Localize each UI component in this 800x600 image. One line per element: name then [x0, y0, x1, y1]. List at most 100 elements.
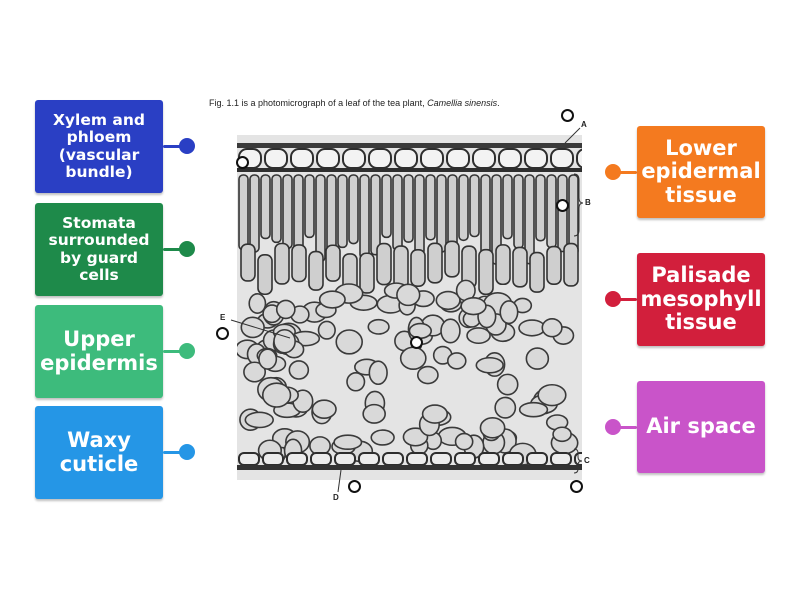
palisade-cell [325, 244, 341, 282]
palisade-cell [260, 174, 271, 240]
figure-letter-a: A [581, 120, 587, 129]
epidermis-cell [576, 148, 582, 169]
connector-dot [605, 419, 621, 435]
connector-line [615, 298, 637, 301]
spongy-cell [244, 411, 274, 429]
palisade-cell [348, 174, 359, 245]
palisade-cell [337, 174, 348, 249]
figure-letter-d: D [333, 493, 339, 502]
palisade-cell [271, 174, 282, 244]
connector-line [163, 248, 185, 251]
label-card-palisade-mesophyll[interactable]: Palisade mesophyll tissue [637, 253, 765, 346]
spongy-cell [479, 417, 506, 439]
palisade-cell [381, 174, 392, 239]
connector-line [615, 171, 637, 174]
palisade-cell [535, 174, 546, 242]
label-text: Xylem and phloem (vascular bundle) [52, 110, 146, 181]
label-text: Stomata surrounded by guard cells [48, 213, 150, 284]
palisade-cell [512, 246, 528, 288]
connector-dot [605, 291, 621, 307]
palisade-cell [425, 174, 436, 241]
label-text: Lower epidermal tissue [641, 135, 761, 207]
palisade-cell [529, 251, 545, 293]
waxy-cuticle-layer [237, 143, 582, 148]
bracket-b [573, 173, 584, 237]
palisade-cell [563, 242, 579, 287]
caption-suffix: . [497, 98, 500, 108]
label-card-vascular-bundle[interactable]: Xylem and phloem (vascular bundle) [35, 100, 163, 193]
spongy-cell [362, 403, 386, 424]
label-card-air-space[interactable]: Air space [637, 381, 765, 473]
spongy-cell [317, 320, 336, 340]
leaf-photomicrograph [237, 135, 582, 480]
lower-epidermis-cells [238, 452, 582, 466]
lower-cuticle-layer [237, 465, 582, 470]
palisade-cells [238, 174, 579, 296]
drop-target-a[interactable] [561, 109, 574, 122]
spongy-cell [525, 347, 550, 370]
spongy-cell [537, 383, 567, 407]
pointer-line-d [337, 469, 342, 493]
spongy-cell [273, 328, 296, 354]
spongy-cell [402, 427, 429, 447]
palisade-cell [240, 243, 256, 282]
spongy-cell [368, 360, 388, 386]
caption-prefix: Fig. 1.1 is a photomicrograph of a leaf … [209, 98, 428, 108]
drop-target-d[interactable] [348, 480, 361, 493]
spongy-cell [496, 373, 519, 396]
label-card-upper-epidermis[interactable]: Upper epidermis [35, 305, 163, 398]
spongy-cell [552, 426, 572, 443]
spongy-cell [333, 434, 363, 451]
connector-dot [179, 138, 195, 154]
spongy-cell [541, 318, 563, 338]
palisade-cell [469, 174, 480, 238]
palisade-cell [376, 242, 392, 286]
spongy-cell [243, 361, 267, 383]
connector-line [163, 145, 185, 148]
figure-letter-b: B [585, 198, 591, 207]
spongy-cell [240, 316, 265, 339]
drop-target-c[interactable] [570, 480, 583, 493]
label-card-waxy-cuticle[interactable]: Waxy cuticle [35, 406, 163, 499]
spongy-cell [416, 365, 439, 385]
drop-target-cuticle[interactable] [236, 156, 249, 169]
bracket-c [573, 448, 583, 474]
palisade-cell [410, 248, 426, 287]
palisade-cell [458, 174, 469, 242]
figure-caption: Fig. 1.1 is a photomicrograph of a leaf … [209, 98, 500, 108]
palisade-cell [370, 174, 381, 256]
label-text: Palisade mesophyll tissue [640, 263, 762, 335]
palisade-cell [546, 245, 562, 286]
drop-target-b[interactable] [556, 199, 569, 212]
connector-line [163, 451, 185, 454]
drop-target-vascular[interactable] [410, 336, 423, 349]
spongy-cell [248, 293, 267, 314]
pointer-line-e [230, 319, 291, 339]
epidermis-boundary [237, 168, 582, 172]
palisade-cell [291, 244, 307, 283]
drop-target-e[interactable] [216, 327, 229, 340]
spongy-cell [258, 348, 278, 370]
spongy-cell [454, 432, 474, 451]
caption-species: Camellia sinensis [427, 98, 498, 108]
spongy-cell [475, 356, 504, 374]
spongy-cell [370, 429, 395, 446]
label-text: Air space [646, 414, 756, 439]
palisade-cell [308, 250, 324, 291]
spongy-cell [494, 396, 517, 419]
label-card-stomata[interactable]: Stomata surrounded by guard cells [35, 203, 163, 296]
spongy-cell [446, 352, 467, 370]
spongy-cell [367, 318, 390, 335]
connector-dot [179, 343, 195, 359]
label-card-lower-epidermal-tissue[interactable]: Lower epidermal tissue [637, 126, 765, 218]
spongy-cell [275, 299, 296, 320]
spongy-cell [460, 296, 487, 316]
figure-letter-e: E [220, 313, 226, 322]
connector-line [163, 350, 185, 353]
palisade-cell [427, 242, 443, 284]
spongy-cell [335, 329, 363, 355]
spongy-cell [346, 372, 366, 392]
connector-dot [179, 444, 195, 460]
spongy-cell [421, 404, 449, 424]
palisade-cell [478, 248, 494, 296]
